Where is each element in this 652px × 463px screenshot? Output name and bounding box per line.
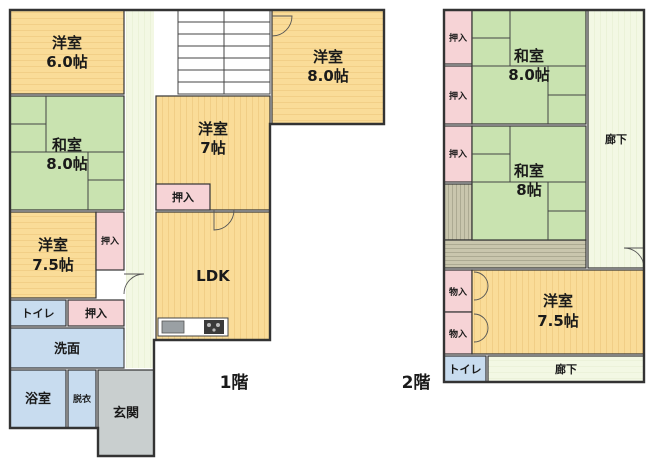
f2-japanese-8b: 和室 8帖 <box>471 125 587 241</box>
room-western-6-name: 洋室 <box>52 34 82 52</box>
f2-western-75: 洋室 7.5帖 <box>471 269 645 355</box>
washroom-label: 洗面 <box>54 341 80 357</box>
f2-storage-2-label: 物入 <box>449 328 467 340</box>
f2-japanese-8b-name: 和室 <box>514 162 544 180</box>
entrance: 玄関 <box>97 369 155 457</box>
f2-corridor-horizontal-label: 廊下 <box>555 362 577 376</box>
floor1: 洋室 6.0帖 和室 8.0帖 洋室 7.5帖 押入 トイレ <box>8 8 386 458</box>
floor1-outer-wall <box>8 8 386 458</box>
room-western-8: 洋室 8.0帖 <box>271 9 385 125</box>
floor2-label: 2階 <box>402 373 431 393</box>
room-western-6-size: 6.0帖 <box>46 53 88 71</box>
room-ldk-label: LDK <box>196 267 231 285</box>
closet-a-label: 押入 <box>101 235 119 247</box>
f2-closet-2-label: 押入 <box>449 90 467 102</box>
f2-veranda-vertical <box>443 183 473 241</box>
room-western-75-size: 7.5帖 <box>32 256 74 274</box>
f2-closet-3: 押入 <box>443 125 473 183</box>
f2-closet-1-label: 押入 <box>449 32 467 44</box>
f2-japanese-8a-size: 8.0帖 <box>508 66 550 84</box>
floor1-corridor <box>126 10 154 368</box>
closet-b-label: 押入 <box>85 306 107 320</box>
f2-toilet: トイレ <box>443 355 487 383</box>
closet-c: 押入 <box>155 183 211 211</box>
floor1-stairs <box>177 9 271 95</box>
f2-corridor-vertical-label: 廊下 <box>605 132 627 146</box>
entrance-label: 玄関 <box>113 405 139 421</box>
room-western-7-size: 7帖 <box>200 139 225 157</box>
toilet-1f-label: トイレ <box>22 307 55 320</box>
room-japanese-8: 和室 8.0帖 <box>9 95 125 211</box>
f2-storage-2: 物入 <box>443 311 473 355</box>
room-western-6: 洋室 6.0帖 <box>9 9 125 95</box>
room-japanese-8-name: 和室 <box>52 136 82 154</box>
room-western-8-size: 8.0帖 <box>307 67 349 85</box>
toilet-1f: トイレ <box>9 299 67 327</box>
f2-veranda-horizontal <box>443 239 587 269</box>
room-western-8-name: 洋室 <box>313 48 343 66</box>
dressing-room: 脱衣 <box>67 369 97 429</box>
f2-toilet-label: トイレ <box>449 363 482 376</box>
kitchen-counter <box>157 317 229 337</box>
bathroom-label: 浴室 <box>25 391 51 407</box>
f2-closet-3-label: 押入 <box>449 148 467 160</box>
room-western-7: 洋室 7帖 <box>155 95 271 211</box>
f2-western-75-size: 7.5帖 <box>537 312 579 330</box>
floor1-label: 1階 <box>220 373 249 393</box>
f2-japanese-8a-name: 和室 <box>514 47 544 65</box>
room-japanese-8-size: 8.0帖 <box>46 155 88 173</box>
f2-western-75-name: 洋室 <box>543 292 573 310</box>
closet-c-label: 押入 <box>172 190 194 204</box>
f2-corridor-horizontal: 廊下 <box>487 355 645 383</box>
closet-a: 押入 <box>95 211 125 271</box>
room-western-7-name: 洋室 <box>198 120 228 138</box>
f2-closet-2: 押入 <box>443 65 473 125</box>
f2-closet-1: 押入 <box>443 9 473 65</box>
bathroom: 浴室 <box>9 369 67 429</box>
floor1-doors <box>123 15 293 368</box>
room-ldk: LDK <box>155 211 271 341</box>
floor2-outer-wall <box>442 8 646 384</box>
washroom: 洗面 <box>9 327 125 369</box>
room-western-75-name: 洋室 <box>38 236 68 254</box>
f2-japanese-8a: 和室 8.0帖 <box>471 9 587 125</box>
room-western-75: 洋室 7.5帖 <box>9 211 97 299</box>
closet-b: 押入 <box>67 299 125 327</box>
f2-corridor-vertical: 廊下 <box>587 9 645 269</box>
floor2: 押入 押入 押入 和室 8.0帖 <box>402 8 646 393</box>
dressing-room-label: 脱衣 <box>73 393 91 405</box>
f2-storage-1: 物入 <box>443 269 473 313</box>
f2-storage-1-label: 物入 <box>449 286 467 298</box>
f2-japanese-8b-size: 8帖 <box>516 181 541 199</box>
